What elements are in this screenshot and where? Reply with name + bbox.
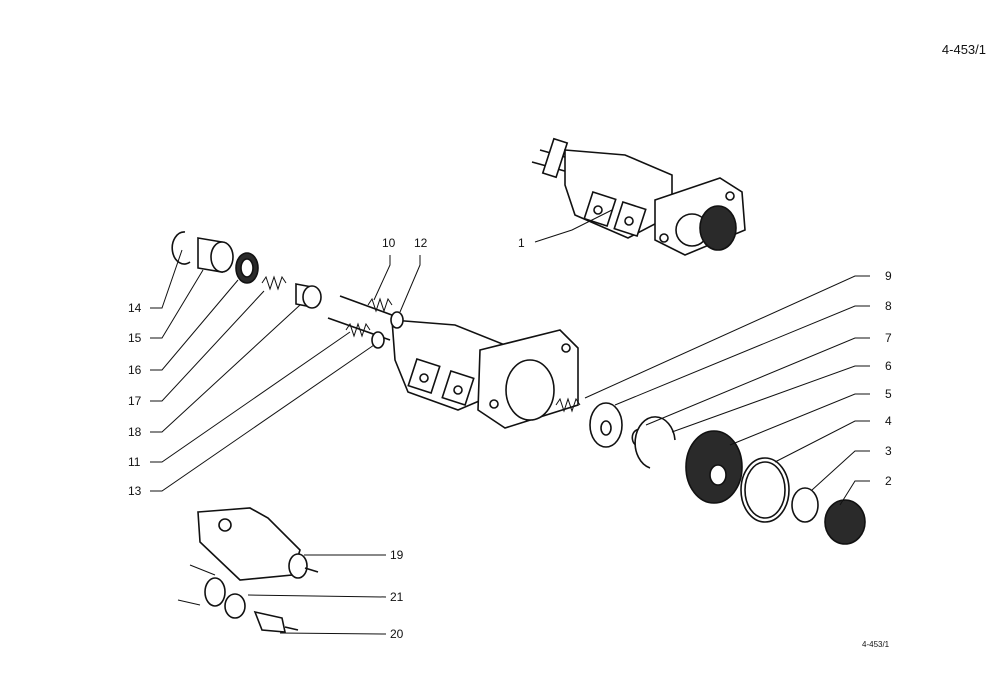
callout-14: 14	[128, 301, 142, 315]
callout-1: 1	[518, 236, 525, 250]
part-18-bush	[295, 283, 322, 309]
part-3-ring	[791, 487, 819, 523]
callout-18: 18	[128, 425, 142, 439]
part-14-circlip	[171, 231, 191, 265]
page-reference-bottom: 4-453/1	[862, 640, 890, 649]
part-17-spring	[261, 275, 287, 291]
part-12-ring	[390, 311, 404, 329]
part-15-piston	[197, 237, 234, 273]
page-reference-top: 4-453/1	[941, 42, 986, 57]
callout-11: 11	[128, 455, 141, 469]
callout-7: 7	[885, 331, 892, 345]
callout-3: 3	[885, 444, 892, 458]
part-8-cup	[589, 402, 623, 448]
callout-15: 15	[128, 331, 142, 345]
callout-17: 17	[128, 394, 142, 408]
callout-21: 21	[390, 590, 404, 604]
callout-12: 12	[414, 236, 428, 250]
part-16-seal	[235, 252, 259, 284]
callout-8: 8	[885, 299, 892, 313]
callout-16: 16	[128, 363, 142, 377]
callout-numbers: 1 2 3 4 5 6 7 8 9 10 11 12 13 14 15 16 1…	[128, 236, 892, 641]
part-19-cylinder	[197, 507, 319, 581]
callout-9: 9	[885, 269, 892, 283]
part-13-ring	[371, 331, 385, 349]
leader-lines	[150, 209, 870, 635]
callout-13: 13	[128, 484, 142, 498]
part-6-circlip	[634, 416, 676, 469]
part-5-diaphragm	[685, 430, 743, 504]
callout-4: 4	[885, 414, 892, 428]
callout-20: 20	[390, 627, 404, 641]
part-4-ring	[740, 457, 790, 523]
part-11-spring	[345, 322, 371, 338]
callout-2: 2	[885, 474, 892, 488]
part-9-spring	[555, 397, 581, 413]
part-2-boot	[824, 499, 866, 545]
callout-10: 10	[382, 236, 396, 250]
callout-6: 6	[885, 359, 892, 373]
callout-5: 5	[885, 387, 892, 401]
callout-19: 19	[390, 548, 404, 562]
main-cylinder-body	[327, 295, 579, 429]
part-10-spring	[367, 297, 393, 313]
part-1-assembly	[531, 137, 746, 256]
part-20-fitting	[253, 610, 299, 633]
part-21-ring	[177, 564, 246, 619]
